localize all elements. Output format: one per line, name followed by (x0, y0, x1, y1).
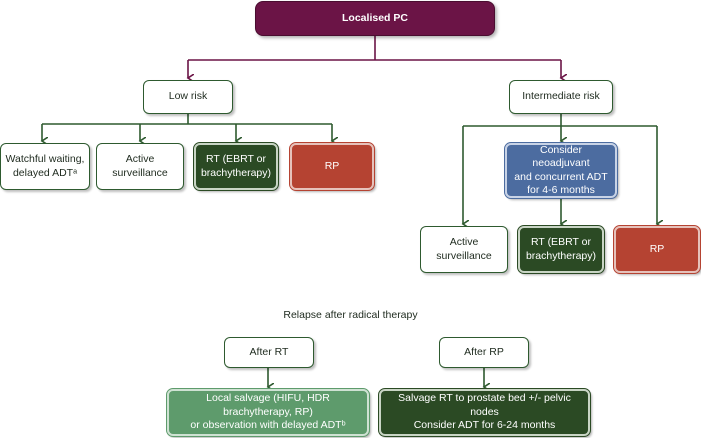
rp-low-node: RP (289, 142, 375, 191)
active-surveillance-int-node: Active surveillance (420, 226, 508, 273)
after-rt-node: After RT (224, 337, 314, 368)
rt-low-node: RT (EBRT or brachytherapy) (193, 142, 279, 191)
active-surveillance-low-node: Active surveillance (96, 143, 184, 190)
rt-int-node: RT (EBRT or brachytherapy) (517, 225, 605, 274)
low-risk-connectors (42, 114, 332, 141)
localised-pc-node: Localised PC (255, 1, 495, 36)
watchful-waiting-node: Watchful waiting, delayed ADTᵃ (0, 143, 90, 190)
local-salvage-node: Local salvage (HIFU, HDR brachytherapy, … (166, 388, 370, 437)
relapse-connectors (268, 368, 484, 387)
intermediate-risk-node: Intermediate risk (509, 80, 613, 114)
after-rp-node: After RP (439, 337, 529, 368)
low-risk-node: Low risk (143, 80, 233, 114)
relapse-section-title: Relapse after radical therapy (283, 309, 418, 321)
salvage-rt-node: Salvage RT to prostate bed +/- pelvic no… (378, 388, 591, 437)
rp-int-node: RP (613, 225, 701, 274)
root-connectors (188, 36, 561, 78)
neoadjuvant-adt-node: Consider neoadjuvant and concurrent ADT … (504, 142, 618, 199)
intermediate-risk-connectors (463, 114, 657, 224)
